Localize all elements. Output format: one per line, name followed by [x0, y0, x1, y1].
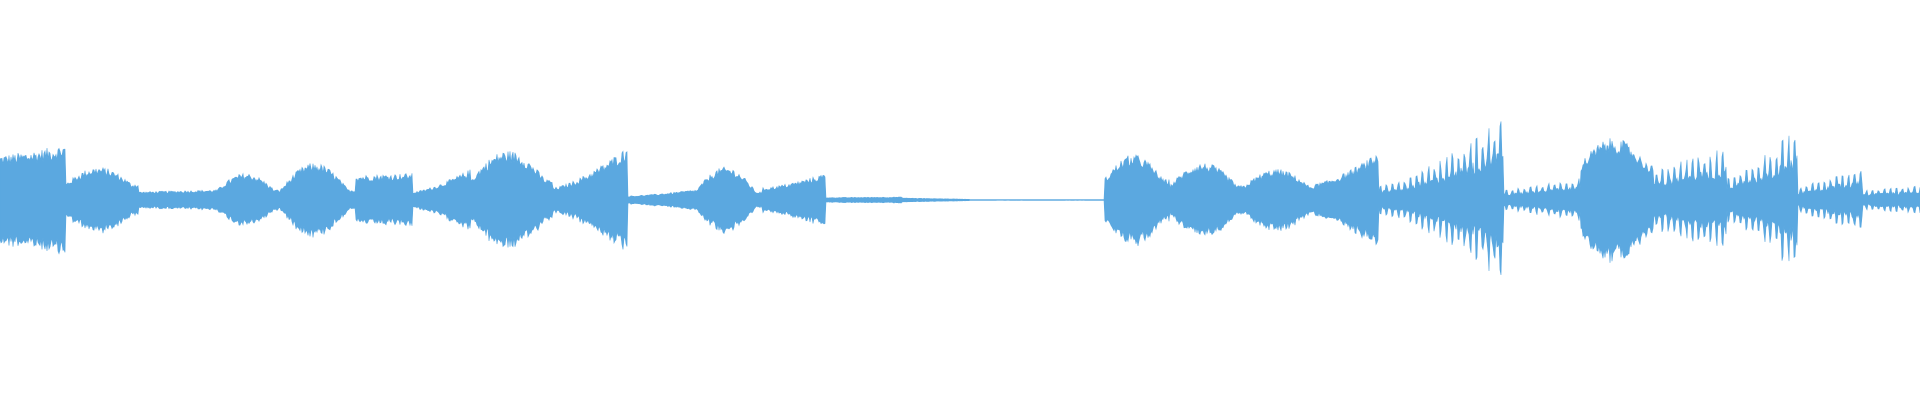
waveform-signal — [0, 121, 1920, 276]
